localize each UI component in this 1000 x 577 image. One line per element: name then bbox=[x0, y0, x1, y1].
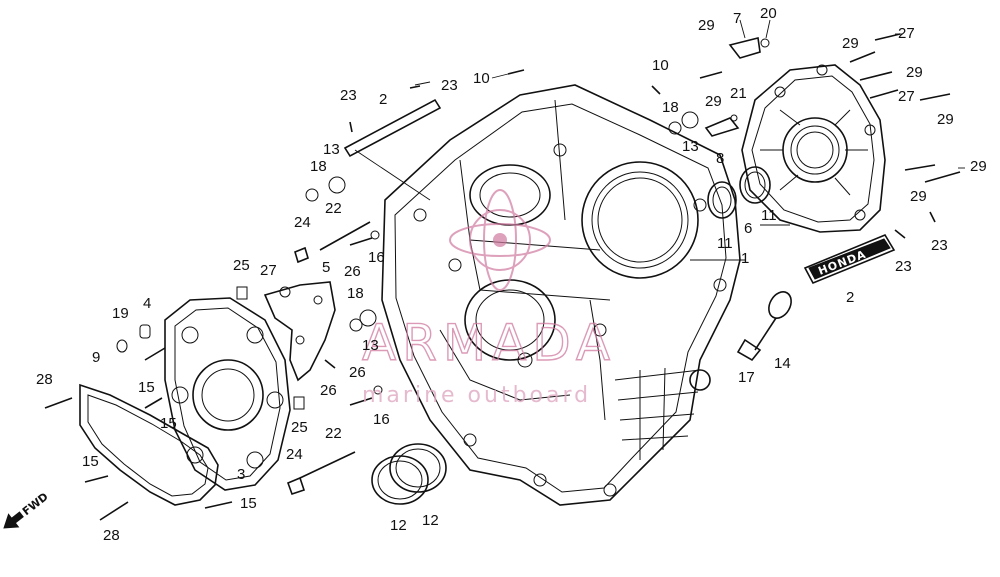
callout-number: 29 bbox=[970, 158, 987, 175]
callout-number: 2 bbox=[846, 289, 854, 306]
callout-number: 27 bbox=[898, 25, 915, 42]
badge-plate: HONDA bbox=[803, 233, 896, 285]
callout-number: 26 bbox=[344, 263, 361, 280]
fwd-indicator: FWD bbox=[3, 490, 51, 529]
callout-number: 19 bbox=[112, 305, 129, 322]
callout-number: 15 bbox=[82, 453, 99, 470]
callout-number: 21 bbox=[730, 85, 747, 102]
callout-number: 6 bbox=[744, 220, 752, 237]
callout-number: 13 bbox=[323, 141, 340, 158]
callout-number: 14 bbox=[774, 355, 791, 372]
callout-number: 12 bbox=[422, 512, 439, 529]
callout-number: 5 bbox=[322, 259, 330, 276]
callout-number: 18 bbox=[347, 285, 364, 302]
callout-number: 8 bbox=[716, 150, 724, 167]
callout-number: 13 bbox=[682, 138, 699, 155]
dipstick bbox=[736, 291, 792, 362]
callout-number: 9 bbox=[92, 349, 100, 366]
callout-number: 7 bbox=[733, 10, 741, 27]
callout-number: 27 bbox=[898, 88, 915, 105]
leader-lines bbox=[354, 19, 965, 261]
callout-number: 17 bbox=[738, 369, 755, 386]
callout-number: 18 bbox=[662, 99, 679, 116]
fasteners bbox=[44, 33, 961, 521]
callout-number: 25 bbox=[233, 257, 250, 274]
guard-plate bbox=[79, 383, 219, 506]
callout-number: 29 bbox=[705, 93, 722, 110]
callout-number: 23 bbox=[931, 237, 948, 254]
callout-number: 11 bbox=[717, 235, 733, 252]
watermark-tagline: marine outboard bbox=[362, 383, 591, 408]
callout-number: 29 bbox=[842, 35, 859, 52]
callout-number: 13 bbox=[362, 337, 379, 354]
callout-number: 24 bbox=[286, 446, 303, 463]
callout-number: 12 bbox=[390, 517, 407, 534]
callout-number: 25 bbox=[291, 419, 308, 436]
callout-number: 1 bbox=[741, 250, 749, 267]
callout-number: 11 bbox=[761, 207, 777, 224]
callout-number: 16 bbox=[368, 249, 385, 266]
callout-number: 20 bbox=[760, 5, 777, 22]
callout-number: 22 bbox=[325, 200, 342, 217]
callout-number: 24 bbox=[294, 214, 311, 231]
callout-number: 29 bbox=[910, 188, 927, 205]
callout-number: 27 bbox=[260, 262, 277, 279]
callout-number: 23 bbox=[895, 258, 912, 275]
callout-number: 29 bbox=[906, 64, 923, 81]
callout-number: 28 bbox=[36, 371, 53, 388]
fwd-label: FWD bbox=[20, 490, 51, 518]
callout-number: 16 bbox=[373, 411, 390, 428]
callout-number: 23 bbox=[340, 87, 357, 104]
callout-number: 3 bbox=[237, 466, 245, 483]
callout-number: 4 bbox=[143, 295, 151, 312]
callout-number: 15 bbox=[160, 415, 177, 432]
callout-number: 26 bbox=[320, 382, 337, 399]
callout-number: 10 bbox=[652, 57, 669, 74]
callout-number: 15 bbox=[240, 495, 257, 512]
callout-number: 26 bbox=[349, 364, 366, 381]
o-ring-pair bbox=[371, 443, 447, 505]
callout-number: 29 bbox=[937, 111, 954, 128]
callout-number: 22 bbox=[325, 425, 342, 442]
callout-number: 29 bbox=[698, 17, 715, 34]
bracket bbox=[263, 281, 336, 382]
watermark: ARMADA marine outboard bbox=[361, 189, 616, 408]
callout-number: 15 bbox=[138, 379, 155, 396]
callout-number: 18 bbox=[310, 158, 327, 175]
left-cover bbox=[164, 297, 291, 491]
right-cover bbox=[741, 64, 886, 233]
callout-number: 28 bbox=[103, 527, 120, 544]
gasket-top bbox=[343, 98, 442, 158]
callout-number: 23 bbox=[441, 77, 458, 94]
callout-number: 2 bbox=[379, 91, 387, 108]
watermark-brand: ARMADA bbox=[362, 314, 616, 372]
seal-pair bbox=[707, 166, 771, 219]
callout-number: 10 bbox=[473, 70, 490, 87]
